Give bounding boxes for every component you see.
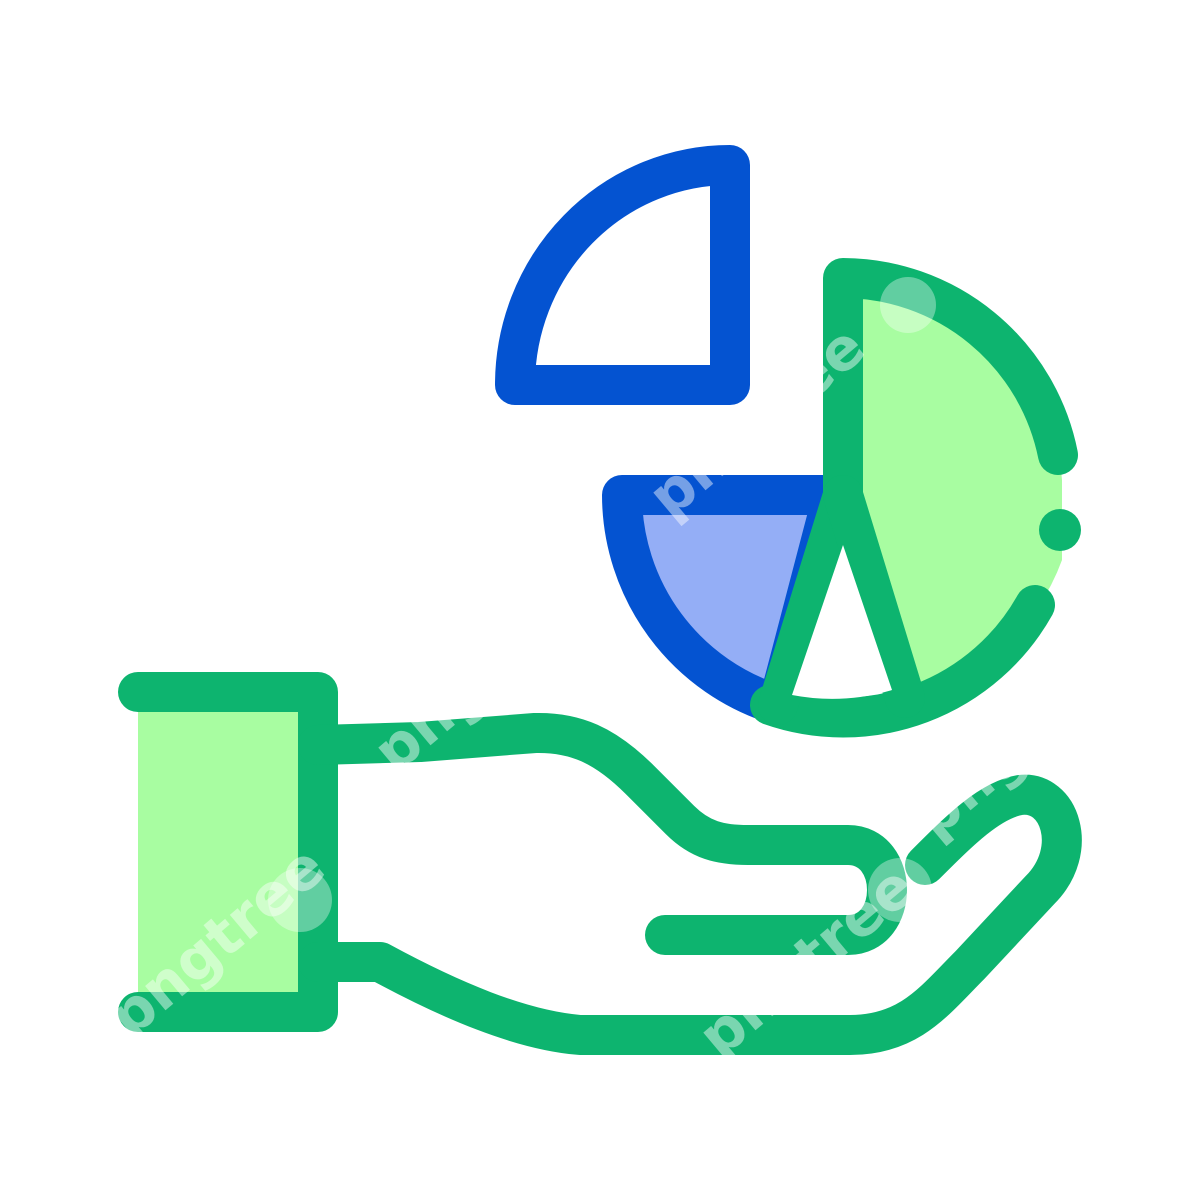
sleeve-outline	[118, 672, 338, 1032]
white-wedge	[792, 545, 892, 699]
watermark-logo	[268, 868, 332, 932]
sleeve-cuff	[138, 692, 318, 1012]
hand-outline	[298, 712, 1082, 1055]
arc-gap-dot	[1039, 509, 1081, 551]
watermark-logo	[880, 277, 936, 333]
quarter-slice	[495, 145, 750, 405]
watermark-logo	[868, 858, 932, 922]
pie-outline	[750, 258, 1078, 738]
